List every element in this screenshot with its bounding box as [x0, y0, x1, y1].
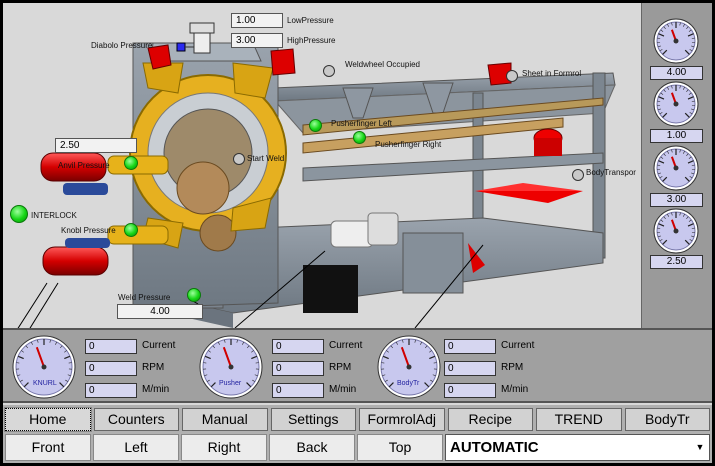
view-front-button[interactable]: Front: [5, 434, 91, 461]
pusher-current-label: Current: [329, 340, 363, 351]
bodytr-rpm-label: RPM: [501, 362, 524, 373]
high-pressure-value[interactable]: 3.00: [231, 33, 283, 48]
knurl-current-field[interactable]: 0: [85, 339, 137, 354]
knurl-speed-gauge: [12, 335, 76, 399]
pressure-gauge-3: [653, 145, 699, 191]
knurl-rpm-field[interactable]: 0: [85, 361, 137, 376]
bodytr-rpm-field[interactable]: 0: [444, 361, 496, 376]
pressure-gauge-1-value[interactable]: 4.00: [650, 66, 703, 80]
bodytr-speed-gauge: [377, 335, 441, 399]
nav-formroladj-button[interactable]: FormrolAdj: [359, 408, 445, 431]
nav-trend-button[interactable]: TREND: [536, 408, 622, 431]
pressure-gauge-4: [653, 208, 699, 254]
pressure-gauge-2-value[interactable]: 1.00: [650, 129, 703, 143]
pusher-current-field[interactable]: 0: [272, 339, 324, 354]
nav-settings-button[interactable]: Settings: [270, 408, 356, 431]
bodytr-gauge-label: BodyTr: [397, 380, 420, 387]
weld-pressure-label: Weld Pressure: [118, 293, 171, 302]
body-transport-label: BodyTranspor: [586, 168, 636, 177]
pressure-gauge-panel: 4.00 1.00 3.00 2.50: [641, 3, 712, 328]
weld-pressure-value[interactable]: 4.00: [117, 304, 203, 319]
nav-recipe-button[interactable]: Recipe: [447, 408, 533, 431]
anvil-pressure-label: Anvil Pressure: [58, 161, 110, 170]
low-pressure-value[interactable]: 1.00: [231, 13, 283, 28]
pusher-speed-field[interactable]: 0: [272, 383, 324, 398]
view-navigation: Front Left Right Back Top AUTOMATIC ▼: [3, 433, 712, 463]
knurl-speed-field[interactable]: 0: [85, 383, 137, 398]
view-top-button[interactable]: Top: [357, 434, 443, 461]
nav-bodytr-button[interactable]: BodyTr: [624, 408, 710, 431]
knurl-current-label: Current: [142, 340, 176, 351]
mode-select[interactable]: AUTOMATIC ▼: [445, 434, 710, 461]
pressure-gauge-4-value[interactable]: 2.50: [650, 255, 703, 269]
bodytr-current-label: Current: [501, 340, 535, 351]
nav-home-button[interactable]: Home: [4, 407, 92, 432]
pressure-gauge-3-value[interactable]: 3.00: [650, 193, 703, 207]
chevron-down-icon[interactable]: ▼: [695, 442, 705, 452]
view-left-button[interactable]: Left: [93, 434, 179, 461]
weldwheel-occupied-label: Weldwheel Occupied: [345, 60, 421, 69]
pusher-gauge-label: Pusher: [219, 380, 242, 387]
bodytr-current-field[interactable]: 0: [444, 339, 496, 354]
sheet-in-formrol-label: Sheet in Formrol: [522, 69, 582, 78]
nav-manual-button[interactable]: Manual: [182, 408, 268, 431]
high-pressure-label: HighPressure: [287, 36, 336, 45]
view-back-button[interactable]: Back: [269, 434, 355, 461]
hmi-screen: 1.00 LowPressure 3.00 HighPressure Diabo…: [3, 3, 712, 463]
motor-panel: KNURL 0 Current 0 RPM 0 M/min Pusher 0 C…: [3, 328, 712, 403]
pressure-gauge-1: [653, 18, 699, 64]
knobl-pressure-indicator: [124, 223, 138, 237]
pusher-speed-gauge: [199, 335, 263, 399]
pusherfinger-left-indicator: [309, 119, 322, 132]
pusherfinger-right-indicator: [353, 131, 366, 144]
interlock-indicator: [10, 205, 28, 223]
weldwheel-occupied-indicator: [323, 65, 335, 77]
nav-counters-button[interactable]: Counters: [93, 408, 179, 431]
bodytr-speed-field[interactable]: 0: [444, 383, 496, 398]
pusherfinger-left-label: Pusherfinger Left: [331, 119, 392, 128]
sheet-in-formrol-indicator: [506, 70, 518, 82]
knurl-gauge-label: KNURL: [33, 380, 57, 387]
weld-pressure-indicator: [187, 288, 201, 302]
diabolo-pressure-label: Diabolo Pressure: [91, 41, 153, 50]
anvil-pressure-value[interactable]: 2.50: [55, 138, 137, 153]
body-transport-indicator: [572, 169, 584, 181]
pusher-rpm-field[interactable]: 0: [272, 361, 324, 376]
pressure-gauge-2: [653, 81, 699, 127]
low-pressure-label: LowPressure: [287, 16, 334, 25]
pusher-rpm-label: RPM: [329, 362, 352, 373]
main-navigation: Home Counters Manual Settings FormrolAdj…: [3, 405, 712, 433]
anvil-pressure-indicator: [124, 156, 138, 170]
interlock-label: INTERLOCK: [31, 211, 77, 220]
view-right-button[interactable]: Right: [181, 434, 267, 461]
knobl-pressure-label: Knobl Pressure: [61, 226, 116, 235]
pusherfinger-right-label: Pusherfinger Right: [375, 140, 442, 149]
knurl-speed-label: M/min: [142, 384, 170, 395]
mode-select-value: AUTOMATIC: [450, 439, 539, 456]
start-weld-label: Start Weld: [247, 154, 285, 163]
start-weld-indicator: [233, 153, 245, 165]
knurl-rpm-label: RPM: [142, 362, 165, 373]
pusher-speed-label: M/min: [329, 384, 357, 395]
bodytr-speed-label: M/min: [501, 384, 529, 395]
machine-view: 1.00 LowPressure 3.00 HighPressure Diabo…: [3, 3, 641, 328]
